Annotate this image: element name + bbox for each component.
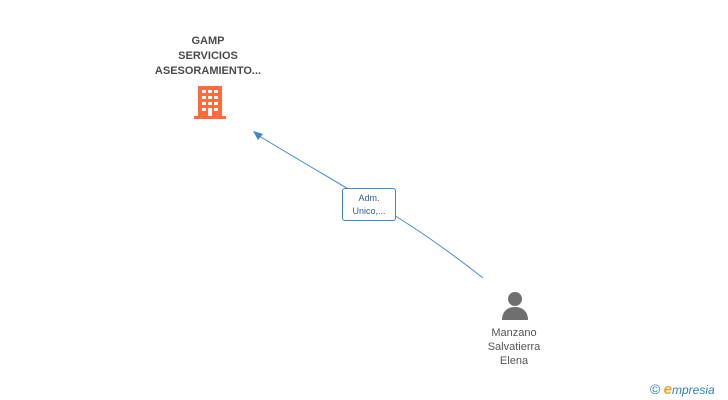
company-name-line-3: ASESORAMIENTO... xyxy=(154,65,262,77)
person-name[interactable]: Manzano Salvatierra Elena xyxy=(462,326,566,368)
company-name-line-1: GAMP xyxy=(191,35,225,47)
person-name-line-3: Elena xyxy=(499,355,529,367)
person-name-line-2: Salvatierra xyxy=(487,341,541,353)
empresia-logo[interactable]: © empresia xyxy=(650,380,726,398)
role-line-2: Unico,... xyxy=(352,206,386,216)
arrowhead xyxy=(253,131,263,140)
brand-e-letter: e xyxy=(663,381,673,398)
company-name-line-2: SERVICIOS xyxy=(178,50,238,62)
role-label[interactable]: Adm. Unico,... xyxy=(342,188,396,221)
company-name[interactable]: GAMP SERVICIOS ASESORAMIENTO... xyxy=(128,34,288,79)
copyright-icon: © xyxy=(650,381,661,397)
building-icon[interactable] xyxy=(194,84,226,120)
brand-text: mpresia xyxy=(672,383,715,397)
person-icon[interactable] xyxy=(500,290,530,322)
role-line-1: Adm. xyxy=(358,193,380,203)
person-name-line-1: Manzano xyxy=(491,327,537,339)
